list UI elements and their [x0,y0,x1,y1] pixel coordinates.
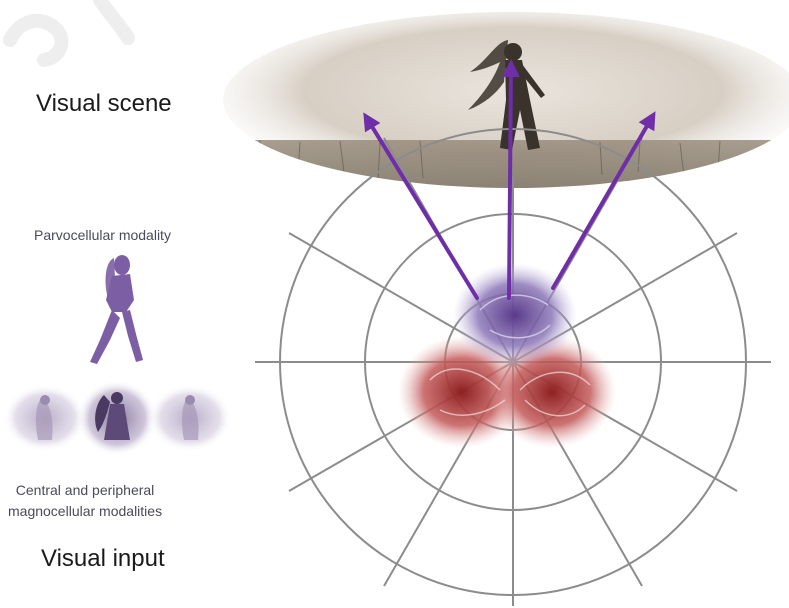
arrow-center [509,68,511,298]
visual-scene-image [220,12,789,200]
peripheral-left-icon [3,384,87,452]
walking-woman-silhouette-icon [90,255,143,364]
peripheral-right-icon [148,384,232,452]
central-icon [77,380,157,456]
watermark-fragment [10,0,128,60]
magnocellular-icons-row [3,380,232,456]
